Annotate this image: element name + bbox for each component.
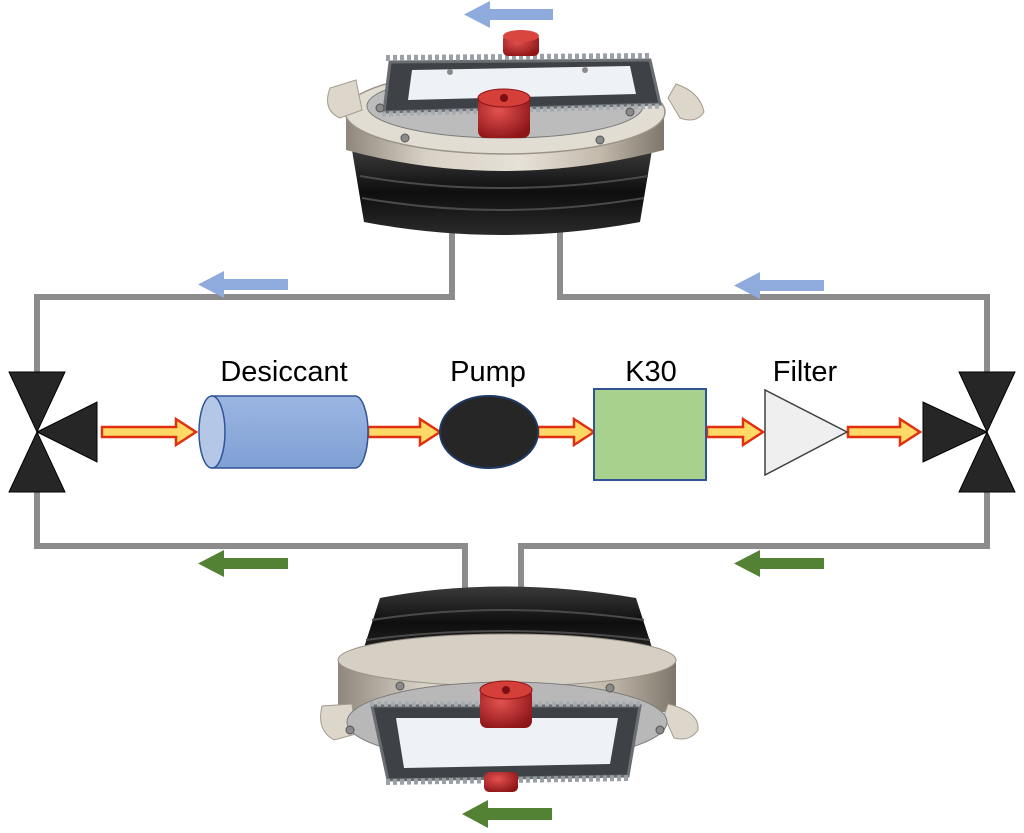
- flow-arrow-valve-to-desiccant: [100, 416, 199, 448]
- upper-left-direction-arrow-icon: [198, 271, 288, 298]
- upper-left-tube: [34, 230, 455, 372]
- bottom-chamber-photo-icon: [320, 586, 699, 792]
- tubing: [34, 230, 990, 590]
- lower-left-direction-arrow-icon: [198, 550, 288, 577]
- k30-label: K30: [625, 356, 677, 388]
- flow-arrow-pump-to-k30: [536, 416, 597, 448]
- loop-direction-arrows: [198, 1, 824, 828]
- lower-right-tube: [518, 492, 990, 590]
- flow-arrow-k30-to-filter: [705, 416, 766, 448]
- upper-right-tube: [557, 230, 990, 372]
- desiccant-cylinder-icon: [198, 395, 369, 469]
- flow-arrow-desiccant-to-pump: [366, 416, 443, 448]
- k30-sensor-icon: [593, 388, 707, 481]
- top-direction-arrow-icon: [464, 1, 553, 28]
- right-three-way-valve-icon: [922, 371, 1016, 493]
- lower-right-direction-arrow-icon: [734, 550, 824, 577]
- filter-icon: [764, 388, 849, 477]
- left-three-way-valve-icon: [8, 371, 98, 493]
- flow-arrows: [100, 416, 923, 448]
- top-chamber-photo-icon: [327, 30, 705, 235]
- pump-label: Pump: [450, 356, 526, 388]
- upper-right-direction-arrow-icon: [734, 272, 824, 299]
- filter-label: Filter: [773, 356, 838, 388]
- bottom-direction-arrow-icon: [462, 800, 552, 828]
- pump-icon: [439, 395, 539, 469]
- flow-arrow-filter-to-valve: [846, 416, 923, 448]
- desiccant-label: Desiccant: [220, 356, 347, 388]
- lower-left-tube: [34, 492, 468, 590]
